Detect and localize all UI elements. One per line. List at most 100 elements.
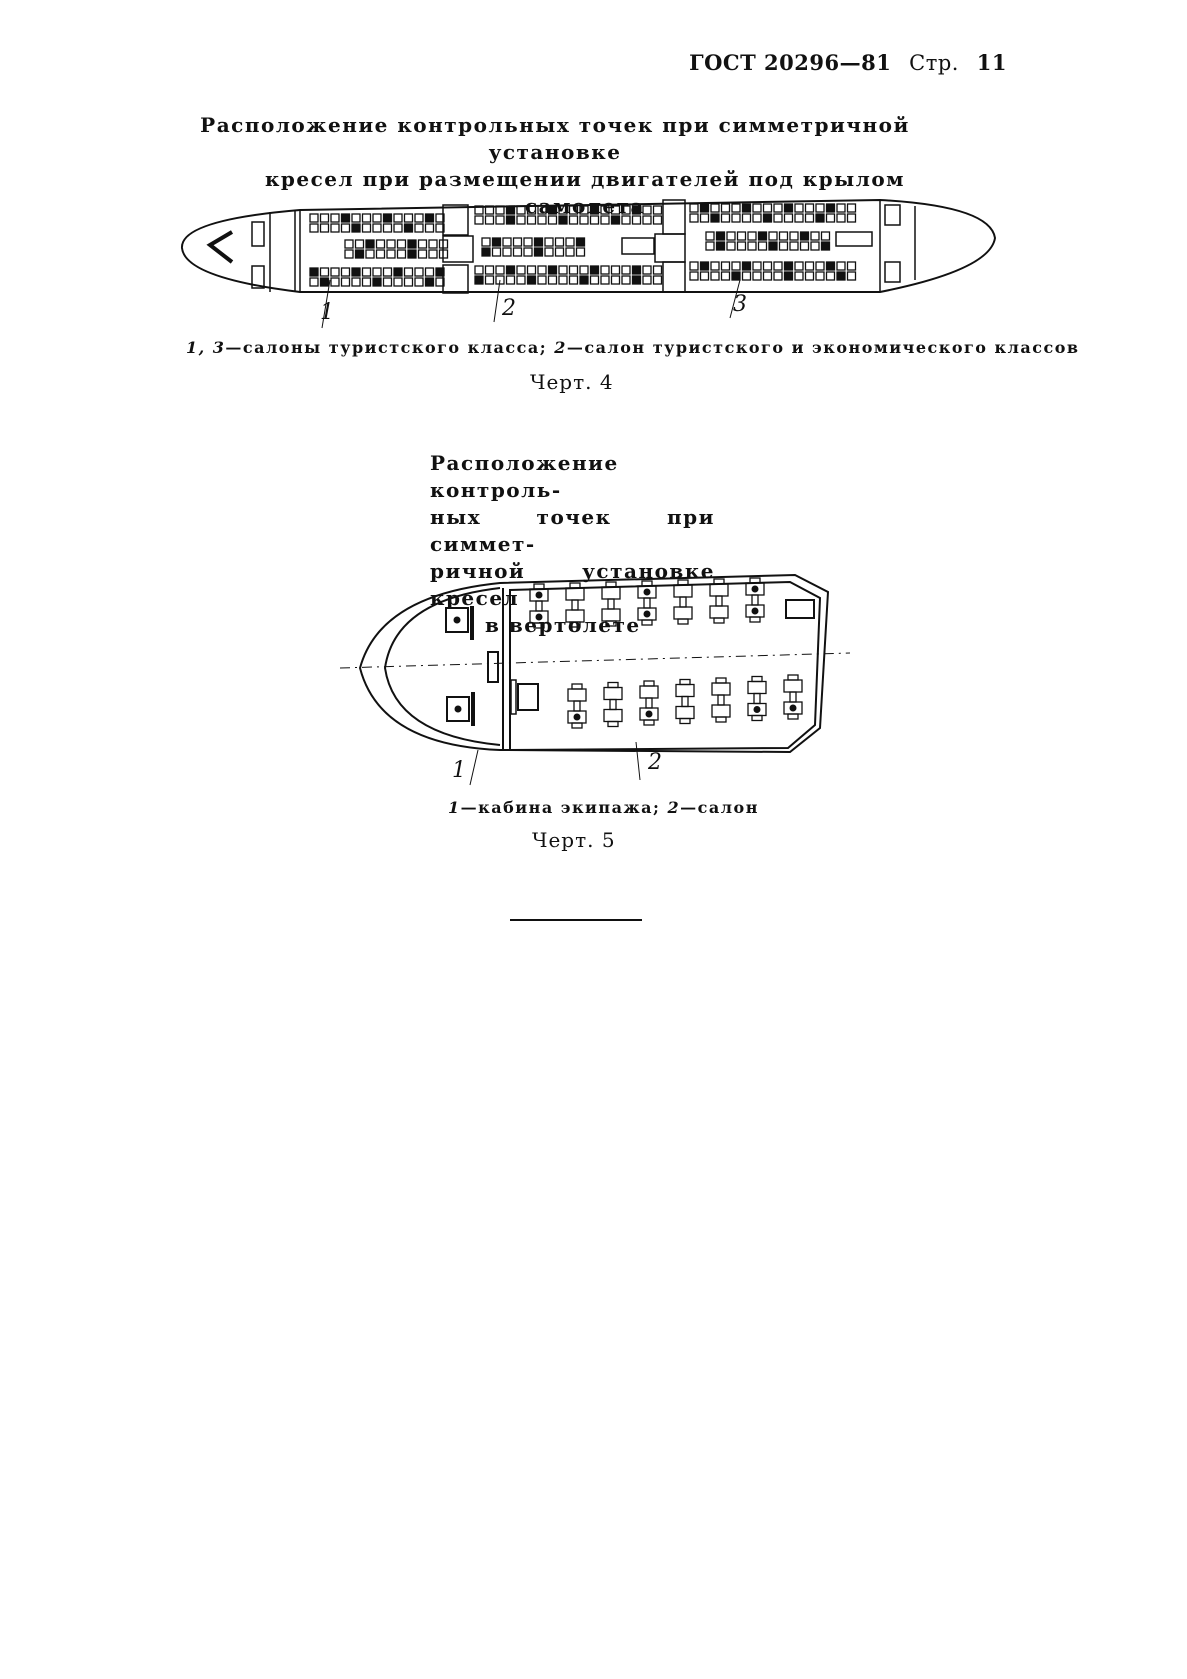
seat (554, 247, 565, 257)
figure4-title-line1: Расположение контрольных точек при симме… (200, 113, 910, 164)
seat (741, 271, 752, 281)
seat (481, 237, 491, 247)
seat (752, 261, 762, 271)
seat (474, 275, 484, 285)
seat (713, 578, 725, 585)
seat (407, 249, 417, 259)
callout-2: 2 (648, 750, 662, 775)
seat (715, 595, 723, 607)
seat (749, 616, 761, 623)
seat (804, 271, 815, 281)
seat (679, 678, 691, 686)
caption-number: 2 (667, 798, 681, 817)
seat (491, 247, 502, 257)
seat (715, 677, 727, 684)
figure4-label: Черт. 4 (530, 370, 614, 394)
seat (679, 717, 691, 725)
caption-number: 1, 3 (186, 338, 226, 357)
seat (372, 277, 382, 287)
seat (330, 223, 340, 233)
seat (481, 247, 491, 257)
seat (783, 261, 794, 271)
seat (396, 249, 407, 259)
seat (745, 604, 765, 618)
seat (396, 239, 407, 249)
seat (372, 267, 382, 277)
seat (589, 265, 600, 275)
seat (512, 237, 523, 247)
seat (810, 231, 820, 241)
callout-1: 1 (452, 758, 466, 783)
seat (846, 271, 857, 281)
seat (621, 275, 631, 285)
seat (438, 239, 449, 249)
seat (689, 271, 699, 281)
seat (639, 707, 659, 721)
page-label: Стр. (909, 51, 959, 75)
seat (726, 231, 736, 241)
seat (749, 577, 761, 584)
seat (340, 277, 351, 287)
seat (375, 239, 386, 249)
seat (773, 271, 783, 281)
seat (575, 237, 586, 247)
seat (417, 249, 428, 259)
seat (610, 265, 621, 275)
seat (825, 271, 836, 281)
caption-text: —салон туристского и экономического клас… (566, 338, 1080, 357)
caption-text: —салон (680, 798, 759, 817)
seat (631, 265, 642, 275)
seat (575, 247, 586, 257)
seat (642, 265, 652, 275)
seat (773, 261, 783, 271)
seat (783, 679, 803, 693)
seat (804, 261, 815, 271)
seat (621, 265, 631, 275)
seat (815, 261, 825, 271)
seat (820, 241, 831, 251)
seat (643, 680, 655, 687)
seat (699, 261, 710, 271)
control-point (573, 713, 581, 721)
seat (783, 701, 803, 715)
seat (720, 261, 731, 271)
seat (565, 247, 575, 257)
seat (720, 271, 731, 281)
seat (309, 223, 319, 233)
seat (717, 694, 725, 706)
seat (319, 267, 330, 277)
seat (652, 275, 663, 285)
seat (799, 241, 810, 251)
seat (537, 265, 547, 275)
seat (736, 231, 747, 241)
seat (736, 241, 747, 251)
seat (344, 249, 354, 259)
seat (600, 265, 610, 275)
seat (846, 261, 857, 271)
figure5-title-line: ричной установке кресел (430, 559, 715, 610)
seat (386, 239, 396, 249)
seat (547, 265, 558, 275)
seat (705, 231, 715, 241)
control-point (789, 704, 797, 712)
seat (757, 241, 768, 251)
seat (747, 241, 757, 251)
seat (351, 267, 361, 277)
seat (689, 261, 699, 271)
standard-number: ГОСТ 20296—81 (689, 50, 892, 75)
seat (354, 249, 365, 259)
seat (579, 275, 589, 285)
seat (474, 265, 484, 275)
seat (757, 231, 768, 241)
seat (643, 719, 655, 726)
seat (567, 710, 587, 724)
seat (526, 265, 537, 275)
seat (603, 686, 623, 701)
seat (715, 241, 726, 251)
seat (558, 275, 568, 285)
seat (537, 275, 547, 285)
seat (491, 237, 502, 247)
seat (554, 237, 565, 247)
seat (502, 247, 512, 257)
seat (711, 704, 731, 718)
